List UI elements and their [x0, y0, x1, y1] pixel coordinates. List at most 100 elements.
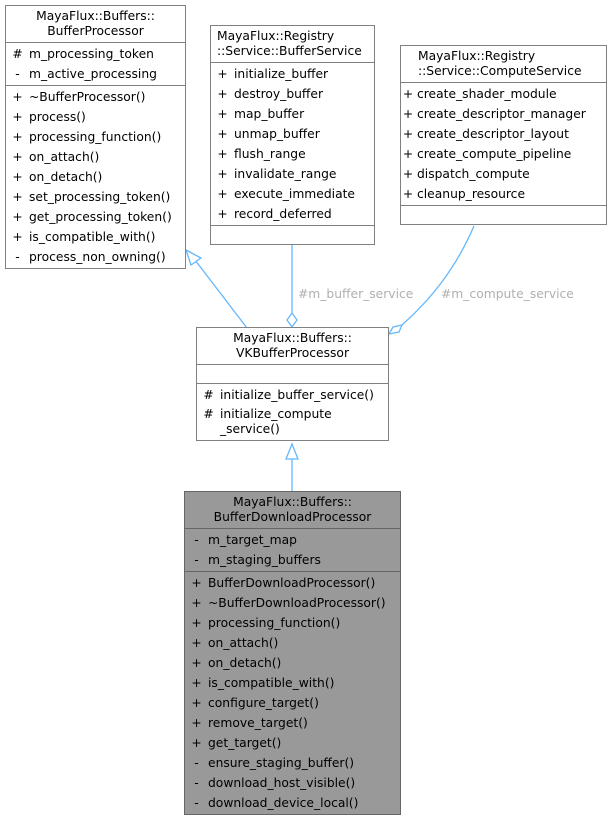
class-buffer-service[interactable]: MayaFlux::Registry ::Service::BufferServ…	[210, 25, 375, 245]
visibility-marker: +	[12, 230, 23, 244]
method-name: process_non_owning()	[29, 250, 166, 264]
visibility-marker: +	[12, 150, 23, 164]
method-name: on_detach()	[208, 656, 282, 670]
method-row: +get_target()	[185, 733, 400, 753]
attribute-row: +dispatch_compute	[401, 164, 606, 184]
class-title: MayaFlux::Registry ::Service::BufferServ…	[211, 26, 374, 63]
class-compute-service[interactable]: MayaFlux::Registry ::Service::ComputeSer…	[400, 45, 607, 225]
method-row: +set_processing_token()	[6, 187, 185, 207]
methods-section: # initialize_buffer_service() # initialize…	[197, 384, 388, 440]
method-name: initialize_buffer_service()	[220, 388, 374, 402]
attribute-row: +create_descriptor_layout	[401, 124, 606, 144]
methods-section: + BufferDownloadProcessor() + ~BufferDownl…	[185, 572, 400, 814]
aggregation-edge-bufferservice	[286, 245, 298, 329]
visibility-marker: #	[203, 388, 214, 402]
title-namespace: MayaFlux::Buffers::	[36, 9, 155, 23]
attribute-name: dispatch_compute	[417, 167, 530, 181]
attribute-row: +execute_immediate	[211, 184, 374, 204]
visibility-marker: +	[402, 187, 414, 201]
attribute-name: m_processing_token	[29, 47, 154, 61]
visibility-marker: +	[191, 576, 202, 590]
title-classname: BufferDownloadProcessor	[213, 510, 372, 524]
class-vk-buffer-processor[interactable]: MayaFlux::Buffers:: VKBufferProcessor #i…	[196, 327, 389, 441]
method-row: +on_detach()	[6, 167, 185, 187]
attribute-row: +cleanup_resource	[401, 184, 606, 204]
attribute-name: cleanup_resource	[417, 187, 526, 201]
method-name: get_processing_token()	[29, 210, 172, 224]
attribute-name: flush_range	[234, 147, 306, 161]
attribute-name: invalidate_range	[234, 167, 337, 181]
method-row: + BufferDownloadProcessor()	[185, 573, 400, 593]
method-row: +is_compatible_with()	[185, 673, 400, 693]
method-name: download_host_visible()	[208, 776, 356, 790]
attribute-name: initialize_buffer	[234, 67, 329, 81]
visibility-marker: +	[12, 90, 23, 104]
attribute-name: record_deferred	[234, 207, 332, 221]
method-row: +on_attach()	[185, 633, 400, 653]
visibility-marker: +	[402, 127, 414, 141]
class-title: MayaFlux::Registry ::Service::ComputeSer…	[401, 46, 606, 83]
title-namespace: MayaFlux::Registry	[418, 49, 536, 63]
attribute-row: + flush_range	[211, 144, 374, 164]
visibility-marker: +	[12, 130, 23, 144]
attribute-name: create_descriptor_manager	[417, 107, 586, 121]
visibility-marker: +	[402, 167, 414, 181]
title-classname: BufferProcessor	[47, 24, 144, 38]
attribute-row: +create_shader_module	[401, 84, 606, 104]
method-row: -ensure_staging_buffer()	[185, 753, 400, 773]
class-buffer-processor[interactable]: MayaFlux::Buffers:: BufferProcessor #m_p…	[5, 5, 186, 269]
attribute-name: execute_immediate	[234, 187, 355, 201]
attribute-row: +unmap_buffer	[211, 124, 374, 144]
attribute-name: m_staging_buffers	[208, 553, 321, 567]
visibility-marker: +	[191, 596, 202, 610]
attributes-section	[197, 365, 388, 384]
attribute-row: + invalidate_range	[211, 164, 374, 184]
visibility-marker: +	[12, 110, 23, 124]
attribute-name: create_compute_pipeline	[417, 147, 572, 161]
visibility-marker: +	[217, 127, 228, 141]
class-buffer-download-processor[interactable]: MayaFlux::Buffers:: BufferDownloadProces…	[184, 491, 401, 815]
visibility-marker: +	[217, 207, 228, 221]
method-name: download_device_local()	[208, 796, 359, 810]
method-name: on_attach()	[29, 150, 100, 164]
attribute-row: +destroy_buffer	[211, 84, 374, 104]
visibility-marker: -	[194, 533, 199, 547]
aggregation-edge-computeservice	[387, 225, 475, 335]
visibility-marker: -	[194, 553, 199, 567]
title-classname: VKBufferProcessor	[235, 346, 350, 360]
method-name: process()	[29, 110, 86, 124]
method-name: BufferDownloadProcessor()	[208, 576, 376, 590]
method-name: ~BufferDownloadProcessor()	[208, 596, 386, 610]
attributes-section: -m_target_map -m_staging_buffers	[185, 529, 400, 572]
visibility-marker: +	[191, 656, 202, 670]
attribute-row: -m_staging_buffers	[185, 550, 400, 570]
title-namespace: MayaFlux::Buffers::	[233, 495, 352, 509]
visibility-marker: +	[12, 210, 23, 224]
attribute-row: + record_deferred	[211, 204, 374, 224]
visibility-marker: -	[194, 756, 199, 770]
visibility-marker: +	[217, 147, 228, 161]
attributes-section: +initialize_buffer +destroy_buffer +map_…	[211, 63, 374, 226]
visibility-marker: +	[217, 167, 228, 181]
method-row: -download_host_visible()	[185, 773, 400, 793]
attributes-section: #m_processing_token -m_active_processing	[6, 43, 185, 86]
attribute-row: -m_active_processing	[6, 64, 185, 84]
visibility-marker: +	[12, 190, 23, 204]
edge-label-buffer-service: #m_buffer_service	[298, 287, 414, 301]
attribute-row: -m_target_map	[185, 530, 400, 550]
method-row: # initialize_buffer_service()	[197, 385, 388, 405]
visibility-marker: +	[402, 107, 414, 121]
method-row: + process()	[6, 107, 185, 127]
visibility-marker: -	[194, 776, 199, 790]
attribute-name: m_target_map	[208, 533, 297, 547]
edge-label-compute-service: #m_compute_service	[441, 287, 574, 301]
attribute-name: m_active_processing	[29, 67, 157, 81]
method-name: remove_target()	[208, 716, 308, 730]
methods-section	[401, 206, 606, 224]
method-name: processing_function()	[29, 130, 162, 144]
class-title: MayaFlux::Buffers:: BufferDownloadProces…	[185, 492, 400, 529]
method-name: ensure_staging_buffer()	[208, 756, 355, 770]
method-row: +~BufferProcessor()	[6, 87, 185, 107]
method-row: + get_processing_token()	[6, 207, 185, 227]
method-row: +configure_target()	[185, 693, 400, 713]
